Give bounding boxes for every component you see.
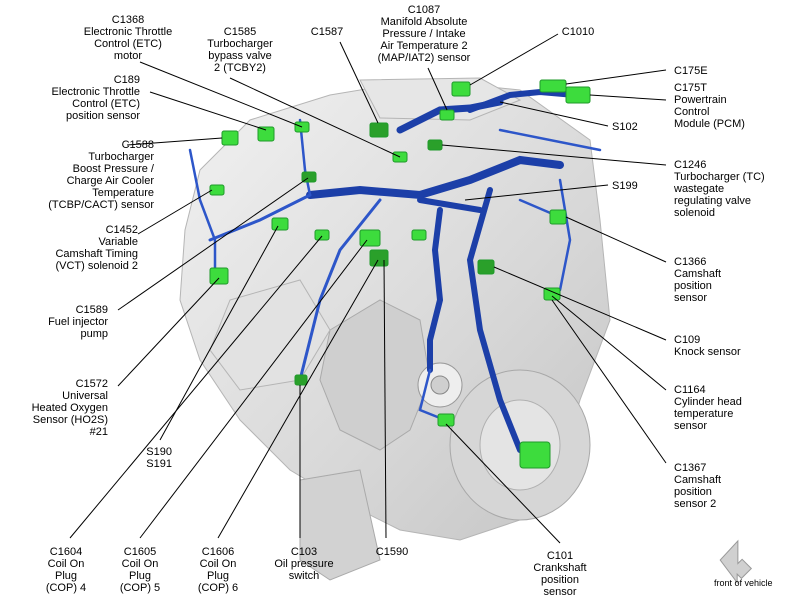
label-c1246: C1246 Turbocharger (TC) wastegate regula…	[674, 159, 765, 219]
label-c1367: C1367 Camshaft position sensor 2	[674, 462, 722, 510]
label-c1010: C1010	[561, 26, 595, 38]
label-front-of-vehicle: front of vehicle	[714, 578, 773, 588]
label-c1590: C1590	[375, 546, 409, 558]
label-s190-s191: S190 S191	[146, 446, 172, 470]
connector-c1452	[209, 184, 225, 196]
connector-c1572	[209, 267, 229, 285]
label-c1585: C1585 Turbocharger bypass valve 2 (TCBY2…	[207, 26, 273, 74]
label-c1572: C1572 Universal Heated Oxygen Sensor (HO…	[31, 378, 108, 438]
connector-c1010	[451, 81, 471, 97]
connector-c1604	[314, 229, 330, 241]
label-c189: C189 Electronic Throttle Control (ETC) p…	[51, 74, 140, 122]
label-c1605: C1605 Coil On Plug (COP) 5	[119, 546, 161, 594]
label-s199: S199	[612, 180, 638, 192]
label-c1604: C1604 Coil On Plug (COP) 4	[45, 546, 87, 594]
connector-c1246	[427, 139, 443, 151]
front-of-vehicle-arrow-icon	[719, 539, 753, 585]
label-c103: C103 Oil pressure switch	[274, 546, 334, 582]
label-c1368: C1368 Electronic Throttle Control (ETC) …	[83, 14, 173, 62]
connector-c189	[257, 126, 275, 142]
label-c1588: C1588 Turbocharger Boost Pressure / Char…	[48, 139, 154, 211]
connectors	[209, 79, 591, 469]
label-c1087: C1087 Manifold Absolute Pressure / Intak…	[377, 4, 471, 64]
connector-c1588	[221, 130, 239, 146]
label-c1589: C1589 Fuel injector pump	[48, 304, 108, 340]
wiring-harness	[188, 88, 602, 453]
label-c101: C101 Crankshaft position sensor	[533, 550, 587, 598]
connector-c175t	[565, 86, 591, 104]
connector-s190	[271, 217, 289, 231]
connector-c1367	[519, 441, 551, 469]
connector-c1605	[359, 229, 381, 247]
connector-c109	[477, 259, 495, 275]
label-c109: C109 Knock sensor	[674, 334, 741, 358]
label-c1587: C1587	[310, 26, 344, 38]
connector-c1590	[411, 229, 427, 241]
label-c1452: C1452 Variable Camshaft Timing (VCT) sol…	[55, 224, 138, 272]
label-c1164: C1164 Cylinder head temperature sensor	[674, 384, 742, 432]
label-c175t: C175T Powertrain Control Module (PCM)	[674, 82, 745, 130]
connector-c1606	[369, 249, 389, 267]
label-c175e: C175E	[674, 65, 708, 77]
connector-c1087	[439, 109, 455, 121]
label-s102: S102	[612, 121, 638, 133]
connector-c175e	[539, 79, 567, 93]
connector-c1366	[549, 209, 567, 225]
connector-c103	[294, 374, 308, 386]
leader-lines	[69, 33, 667, 544]
connector-c1587	[369, 122, 389, 138]
label-c1606: C1606 Coil On Plug (COP) 6	[197, 546, 239, 594]
label-c1366: C1366 Camshaft position sensor	[674, 256, 722, 304]
connector-c101	[437, 413, 455, 427]
